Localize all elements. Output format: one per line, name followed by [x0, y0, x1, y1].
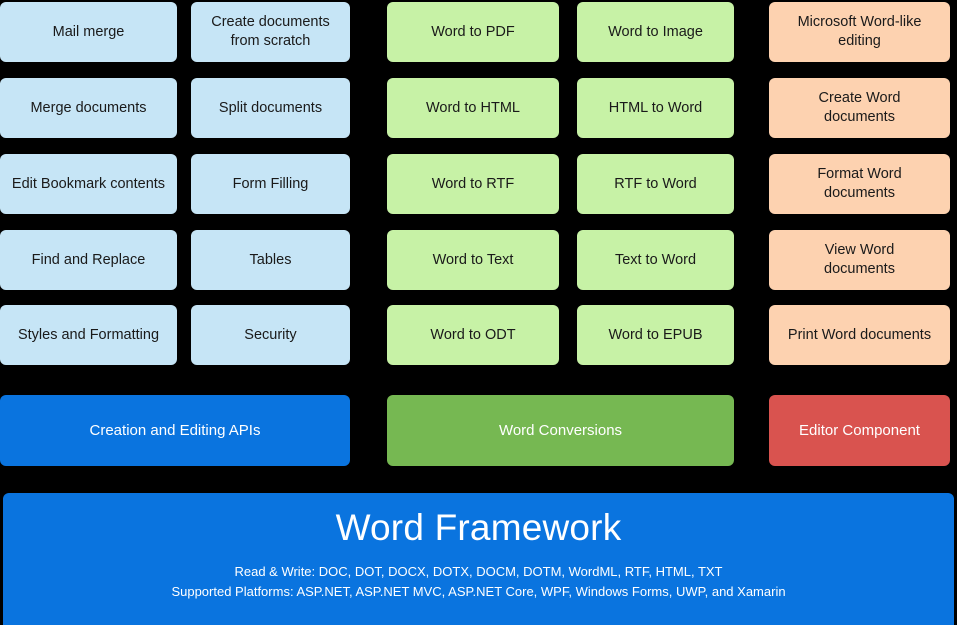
category-bar-editor-component[interactable]: Editor Component — [769, 395, 950, 466]
feature-card-print-word-documents[interactable]: Print Word documents — [769, 305, 950, 365]
feature-card-word-to-image[interactable]: Word to Image — [577, 2, 734, 62]
feature-card-microsoft-word-like-editing[interactable]: Microsoft Word-like editing — [769, 2, 950, 62]
feature-card-find-and-replace[interactable]: Find and Replace — [0, 230, 177, 290]
feature-card-word-to-text[interactable]: Word to Text — [387, 230, 559, 290]
feature-card-split-documents[interactable]: Split documents — [191, 78, 350, 138]
feature-card-merge-documents[interactable]: Merge documents — [0, 78, 177, 138]
feature-card-html-to-word[interactable]: HTML to Word — [577, 78, 734, 138]
feature-card-word-to-rtf[interactable]: Word to RTF — [387, 154, 559, 214]
footer-supported-platforms: Supported Platforms: ASP.NET, ASP.NET MV… — [171, 583, 786, 599]
feature-card-create-word-documents[interactable]: Create Word documents — [769, 78, 950, 138]
category-bar-word-conversions[interactable]: Word Conversions — [387, 395, 734, 466]
feature-card-tables[interactable]: Tables — [191, 230, 350, 290]
feature-card-text-to-word[interactable]: Text to Word — [577, 230, 734, 290]
feature-card-rtf-to-word[interactable]: RTF to Word — [577, 154, 734, 214]
word-framework-footer: Word Framework Read & Write: DOC, DOT, D… — [3, 493, 954, 625]
feature-card-word-to-odt[interactable]: Word to ODT — [387, 305, 559, 365]
feature-card-form-filling[interactable]: Form Filling — [191, 154, 350, 214]
feature-card-format-word-documents[interactable]: Format Word documents — [769, 154, 950, 214]
feature-card-view-word-documents[interactable]: View Word documents — [769, 230, 950, 290]
feature-card-styles-and-formatting[interactable]: Styles and Formatting — [0, 305, 177, 365]
feature-card-word-to-epub[interactable]: Word to EPUB — [577, 305, 734, 365]
category-bar-creation-and-editing-apis[interactable]: Creation and Editing APIs — [0, 395, 350, 466]
feature-card-create-documents-from-scratch[interactable]: Create documents from scratch — [191, 2, 350, 62]
footer-read-write-formats: Read & Write: DOC, DOT, DOCX, DOTX, DOCM… — [234, 563, 723, 579]
feature-card-word-to-html[interactable]: Word to HTML — [387, 78, 559, 138]
feature-card-security[interactable]: Security — [191, 305, 350, 365]
footer-title: Word Framework — [335, 507, 622, 548]
feature-card-word-to-pdf[interactable]: Word to PDF — [387, 2, 559, 62]
feature-card-mail-merge[interactable]: Mail merge — [0, 2, 177, 62]
feature-card-edit-bookmark-contents[interactable]: Edit Bookmark contents — [0, 154, 177, 214]
